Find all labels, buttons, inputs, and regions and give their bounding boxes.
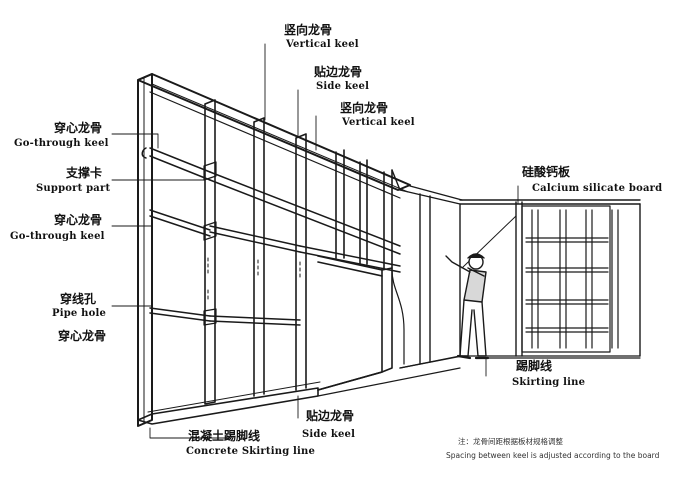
label-side-keel-top-cn: 贴边龙骨 <box>314 65 363 79</box>
label-skirting-line-en: Skirting line <box>512 377 586 388</box>
label-go-through-keel-1-cn: 穿心龙骨 <box>54 121 103 135</box>
label-skirting-line-cn: 踢脚线 <box>516 359 553 373</box>
door-opening <box>317 255 393 391</box>
label-pipe-hole-cn: 穿线孔 <box>60 292 97 306</box>
leader-lines <box>111 43 519 439</box>
label-vertical-keel-top-cn: 竖向龙骨 <box>284 23 333 37</box>
label-concrete-skirting-line-cn: 混凝土踢脚线 <box>188 429 261 443</box>
label-side-keel-bottom-cn: 贴边龙骨 <box>306 409 355 423</box>
label-go-through-keel-2-cn: 穿心龙骨 <box>54 213 103 227</box>
main-wall-frame <box>137 73 411 427</box>
far-wall <box>391 169 463 369</box>
vertical-keels <box>204 99 393 405</box>
label-calcium-silicate-board-cn: 硅酸钙板 <box>522 165 571 179</box>
label-vertical-keel-mid-cn: 竖向龙骨 <box>340 101 389 115</box>
label-go-through-keel-2-en: Go-through keel <box>10 231 105 242</box>
label-go-through-keel-3-cn: 穿心龙骨 <box>58 329 107 343</box>
label-side-keel-bottom-en: Side keel <box>302 429 356 440</box>
label-side-keel-top-en: Side keel <box>316 81 370 92</box>
label-support-part-en: Support part <box>36 183 111 194</box>
label-support-part-cn: 支撑卡 <box>66 166 103 180</box>
label-pipe-hole-en: Pipe hole <box>52 308 107 319</box>
label-calcium-silicate-board-en: Calcium silicate board <box>532 183 663 194</box>
floor-lines <box>317 355 641 397</box>
worker-figure <box>445 253 490 360</box>
note-cn: 注：龙骨间距根据板材规格调整 <box>458 437 563 446</box>
go-through-keels <box>141 147 401 326</box>
label-vertical-keel-top-en: Vertical keel <box>286 39 359 50</box>
label-vertical-keel-mid-en: Vertical keel <box>342 117 415 128</box>
note-en: Spacing between keel is adjusted accordi… <box>446 451 660 460</box>
label-go-through-keel-1-en: Go-through keel <box>14 138 109 149</box>
right-wall-frame <box>459 199 641 357</box>
label-concrete-skirting-line-en: Concrete Skirting line <box>186 446 316 457</box>
